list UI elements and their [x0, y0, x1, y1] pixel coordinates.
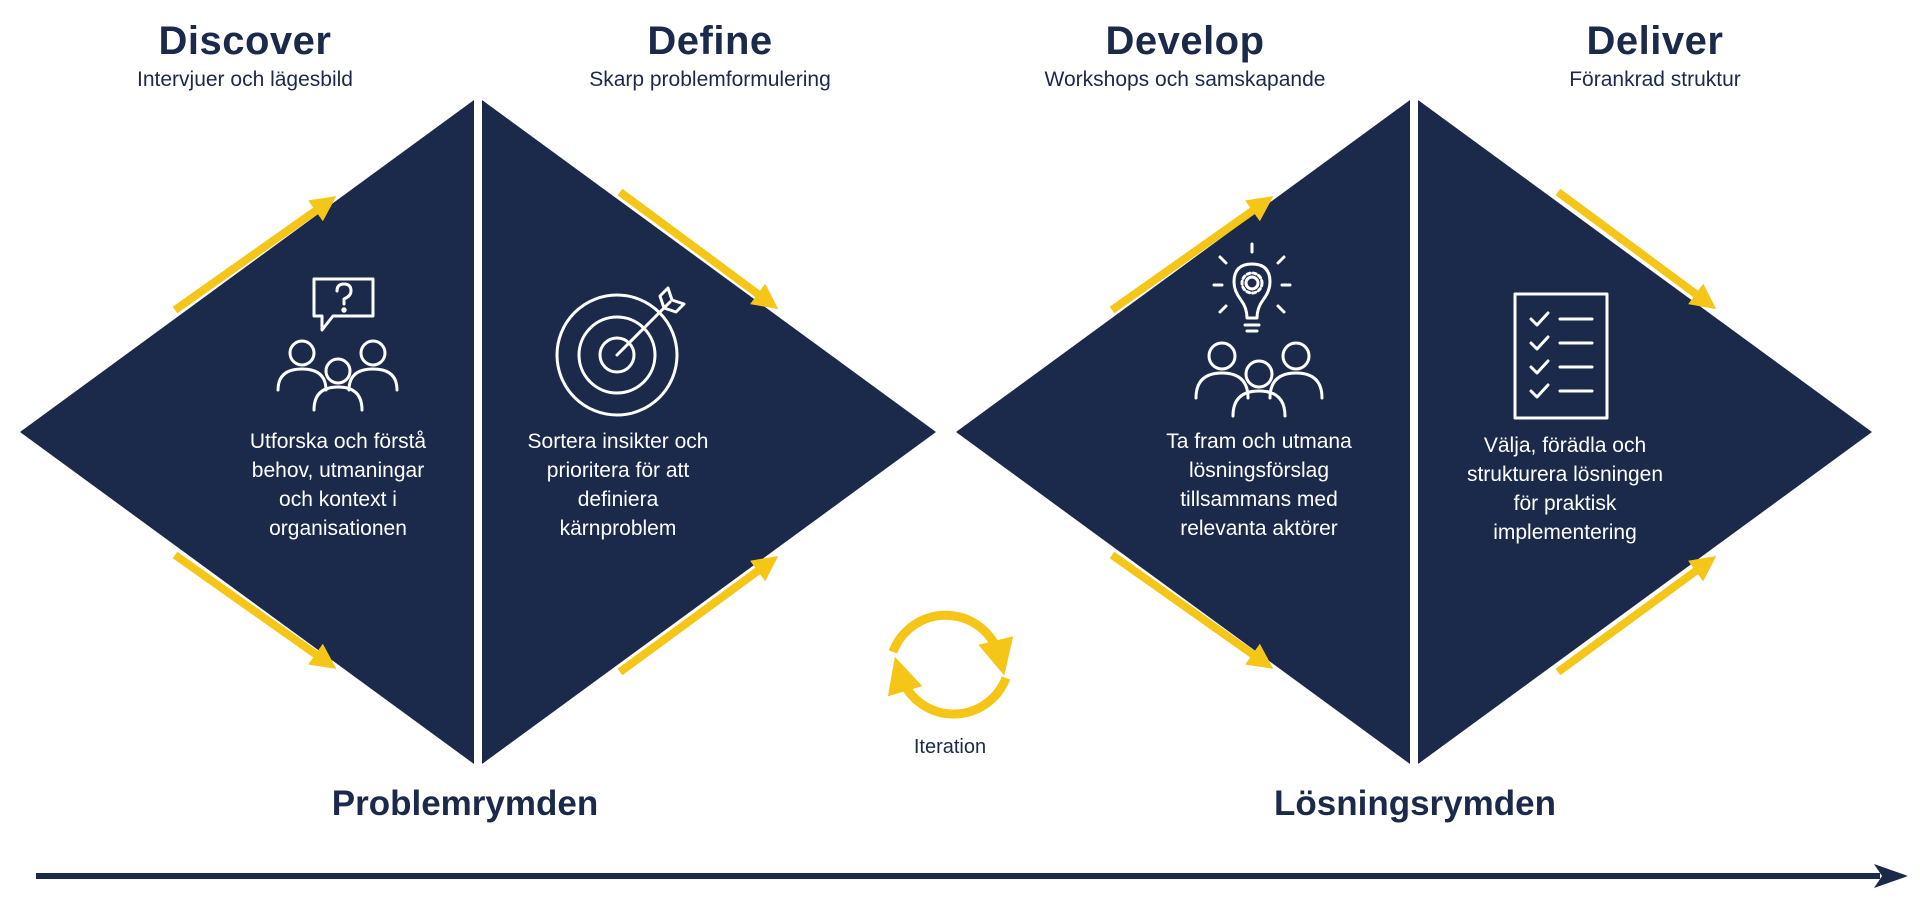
phase-header-develop: Develop Workshops och samskapande: [1015, 18, 1355, 94]
target-icon: [555, 286, 686, 417]
phase-header-discover: Discover Intervjuer och lägesbild: [80, 18, 410, 94]
phase-title: Deliver: [1586, 19, 1724, 63]
phase-header-define: Define Skarp problemformulering: [545, 18, 875, 94]
phase-subtitle: Skarp problemformulering: [589, 68, 831, 91]
solution-space-label: Lösningsrymden: [1274, 784, 1556, 823]
phase-subtitle: Intervjuer och lägesbild: [137, 68, 353, 91]
phase-title: Define: [647, 19, 773, 63]
converge-arrow-icon: [617, 555, 779, 676]
phase-description-deliver: Välja, förädla och strukturera lösningen…: [1466, 434, 1664, 544]
diverge-arrow-icon: [1109, 196, 1274, 314]
converge-arrow-icon: [617, 188, 779, 310]
develop-half-diamond: [956, 100, 1410, 764]
phase-description-discover: Utforska och förstå behov, utmaningar oc…: [249, 430, 427, 540]
converge-arrow-icon: [1555, 555, 1717, 676]
phase-description-develop: Ta fram och utmana lösningsförslag tills…: [1166, 430, 1352, 540]
diverge-arrow-icon: [1109, 551, 1274, 669]
converge-arrow-icon: [1555, 188, 1717, 310]
deliver-half-diamond: [1418, 100, 1872, 764]
question-people-icon: [276, 277, 399, 412]
discover-half-diamond: [20, 100, 474, 764]
phase-title: Discover: [158, 19, 332, 63]
idea-people-icon: [1194, 242, 1324, 418]
define-half-diamond: [482, 100, 936, 764]
phase-title: Develop: [1105, 19, 1265, 63]
phase-description-define: Sortera insikter och prioritera för att …: [527, 430, 709, 540]
phase-header-deliver: Deliver Förankrad struktur: [1490, 18, 1820, 94]
problem-space-label: Problemrymden: [331, 784, 599, 823]
diverge-arrow-icon: [172, 196, 337, 314]
cycle-arrows-icon: [887, 610, 1014, 719]
phase-subtitle: Workshops och samskapande: [1044, 68, 1326, 91]
arrow-right-icon: [36, 864, 1908, 888]
phase-subtitle: Förankrad struktur: [1569, 68, 1741, 91]
iteration-label: Iteration: [913, 736, 987, 758]
diverge-arrow-icon: [172, 551, 337, 669]
checklist-icon: [1513, 292, 1609, 420]
